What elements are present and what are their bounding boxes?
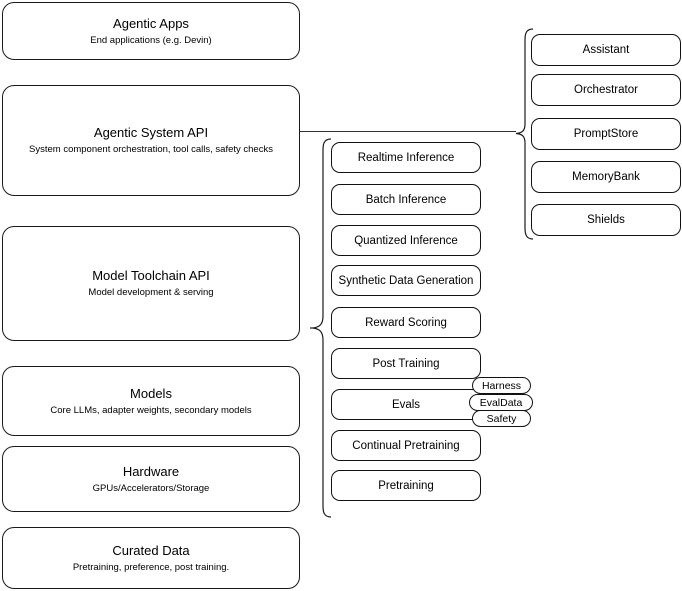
toolchain-item-label: Continual Pretraining [352, 439, 460, 452]
toolchain-item-label: Post Training [372, 357, 440, 370]
layer-title: Agentic Apps [113, 15, 189, 31]
toolchain-item-reward-scoring[interactable]: Reward Scoring [331, 307, 481, 338]
system-component-label: Orchestrator [574, 84, 638, 96]
layer-subtitle: Core LLMs, adapter weights, secondary mo… [50, 404, 252, 416]
evals-subitem-evaldata[interactable]: EvalData [469, 394, 533, 411]
toolchain-item-post-training[interactable]: Post Training [331, 348, 481, 379]
system-component-label: PromptStore [573, 128, 639, 140]
system-component-memorybank[interactable]: MemoryBank [531, 161, 681, 193]
toolchain-item-batch-inference[interactable]: Batch Inference [331, 184, 481, 215]
layer-agentic-system-api[interactable]: Agentic System API System component orch… [2, 85, 300, 196]
layer-subtitle: Model development & serving [88, 287, 214, 298]
system-component-label: Assistant [582, 44, 630, 56]
toolchain-item-quantized-inference[interactable]: Quantized Inference [331, 225, 481, 256]
system-component-promptstore[interactable]: PromptStore [531, 118, 681, 150]
evals-subitem-label: Safety [486, 412, 517, 425]
layer-models[interactable]: Models Core LLMs, adapter weights, secon… [2, 366, 300, 436]
layer-subtitle: System component orchestration, tool cal… [29, 144, 273, 155]
layer-subtitle: GPUs/Accelerators/Storage [92, 482, 210, 494]
toolchain-item-label: Pretraining [378, 479, 434, 492]
brace-toolchain [310, 138, 332, 518]
toolchain-item-evals[interactable]: Evals [331, 389, 481, 420]
layer-agentic-apps[interactable]: Agentic Apps End applications (e.g. Devi… [2, 2, 300, 60]
evals-subitem-harness[interactable]: Harness [472, 377, 531, 394]
system-component-shields[interactable]: Shields [531, 204, 681, 236]
layer-title: Agentic System API [93, 125, 209, 140]
layer-title: Models [130, 385, 172, 401]
layer-title: Model Toolchain API [92, 268, 210, 283]
toolchain-item-synthetic-data-generation[interactable]: Synthetic Data Generation [331, 265, 481, 296]
toolchain-item-label: Batch Inference [365, 193, 447, 206]
toolchain-item-continual-pretraining[interactable]: Continual Pretraining [331, 430, 481, 461]
toolchain-item-label: Quantized Inference [354, 234, 458, 247]
system-component-orchestrator[interactable]: Orchestrator [531, 74, 681, 106]
layer-title: Curated Data [112, 542, 190, 558]
system-component-assistant[interactable]: Assistant [531, 34, 681, 66]
toolchain-item-label: Evals [391, 398, 421, 411]
toolchain-item-label: Reward Scoring [365, 316, 447, 329]
toolchain-item-label: Realtime Inference [357, 151, 455, 164]
layer-hardware[interactable]: Hardware GPUs/Accelerators/Storage [2, 446, 300, 512]
toolchain-item-label: Synthetic Data Generation [338, 274, 474, 287]
evals-subitem-label: Harness [481, 379, 522, 392]
evals-subitem-label: EvalData [479, 396, 523, 409]
toolchain-item-realtime-inference[interactable]: Realtime Inference [331, 142, 481, 173]
system-component-label: Shields [587, 214, 625, 226]
layer-model-toolchain-api[interactable]: Model Toolchain API Model development & … [2, 226, 300, 341]
layer-subtitle: End applications (e.g. Devin) [90, 34, 212, 46]
layer-curated-data[interactable]: Curated Data Pretraining, preference, po… [2, 527, 300, 589]
system-component-label: MemoryBank [572, 171, 640, 183]
toolchain-item-pretraining[interactable]: Pretraining [331, 470, 481, 501]
evals-subitem-safety[interactable]: Safety [472, 410, 531, 427]
layer-subtitle: Pretraining, preference, post training. [72, 561, 230, 573]
connector-system-api-to-components [300, 131, 516, 132]
layer-title: Hardware [122, 463, 180, 479]
